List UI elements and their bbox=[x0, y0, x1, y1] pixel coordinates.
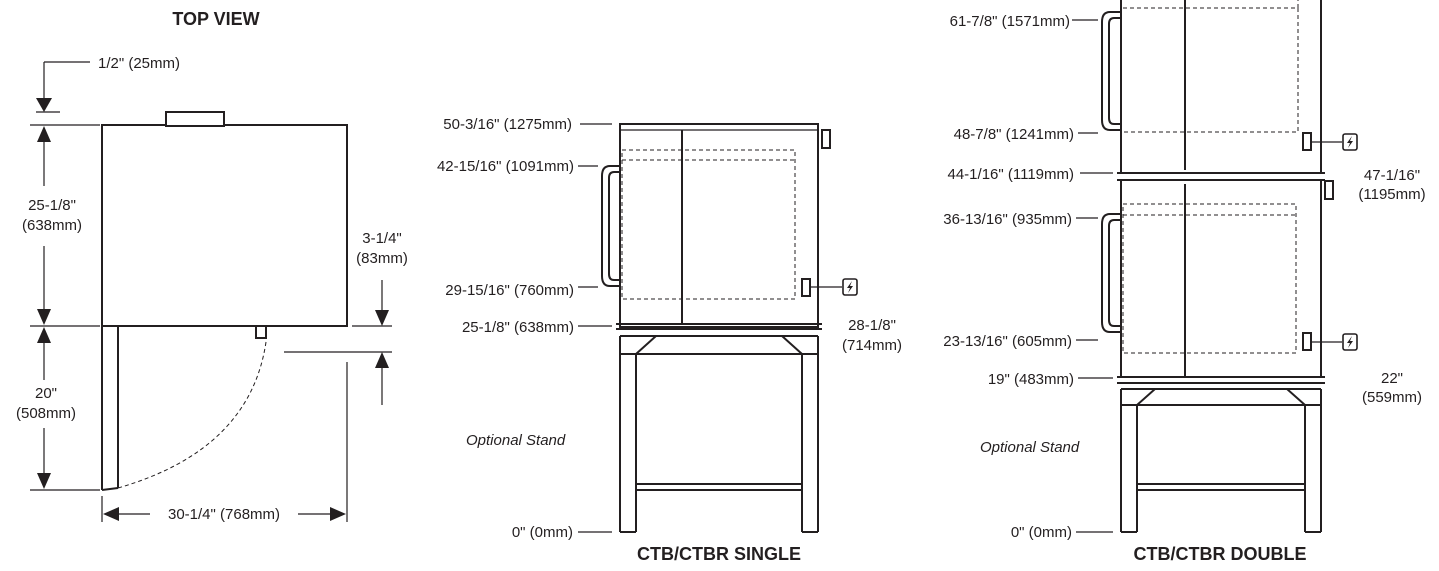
single-height-top: 50-3/16" (1275mm) bbox=[443, 116, 572, 133]
door-swing bbox=[101, 326, 267, 491]
double-height-handle-top-upper: 61-7/8" (1571mm) bbox=[950, 13, 1070, 30]
double-upper-electrical-icon bbox=[1342, 133, 1358, 151]
door-inch: 20" bbox=[35, 385, 57, 402]
double-height-handle-top-lower: 36-13/16" (935mm) bbox=[943, 211, 1072, 228]
single-stand-label: Optional Stand bbox=[466, 432, 566, 449]
double-electrical-lower-inch: 22" bbox=[1381, 370, 1403, 387]
single-height-handle-top: 42-15/16" (1091mm) bbox=[437, 158, 574, 175]
door-dimension: 20" (508mm) bbox=[16, 327, 100, 491]
side-inch: 3-1/4" bbox=[362, 230, 402, 247]
double-height-handle-bottom-lower: 23-13/16" (605mm) bbox=[943, 333, 1072, 350]
gap-dimension: 1/2" (25mm) bbox=[36, 55, 180, 113]
width-label: 30-1/4" (768mm) bbox=[168, 506, 280, 523]
double-lower-electrical-icon bbox=[1342, 333, 1358, 351]
top-view: TOP VIEW 1/2" (25mm) 25-1/8" (638mm) bbox=[16, 9, 408, 523]
door-latch bbox=[255, 325, 267, 339]
double-electrical-upper-inch: 47-1/16" bbox=[1364, 167, 1420, 184]
single-height-floor: 0" (0mm) bbox=[512, 524, 573, 541]
vent-flue bbox=[165, 111, 225, 127]
side-mm: (83mm) bbox=[356, 250, 408, 267]
width-dimension: 30-1/4" (768mm) bbox=[101, 362, 348, 523]
single-title: CTB/CTBR SINGLE bbox=[637, 544, 801, 564]
single-hinge bbox=[821, 129, 831, 149]
double-height-divider: 44-1/16" (1119mm) bbox=[948, 166, 1075, 183]
top-view-title: TOP VIEW bbox=[172, 9, 259, 29]
double-electrical-lower-mm: (559mm) bbox=[1362, 389, 1422, 406]
single-electrical-icon bbox=[842, 278, 858, 296]
gap-label: 1/2" (25mm) bbox=[98, 55, 180, 72]
door-mm: (508mm) bbox=[16, 405, 76, 422]
single-electrical-inch: 28-1/8" bbox=[848, 317, 896, 334]
single-cabinet bbox=[619, 123, 819, 328]
double-hinge bbox=[1324, 180, 1334, 200]
double-height-base: 19" (483mm) bbox=[988, 371, 1074, 388]
single-height-base: 25-1/8" (638mm) bbox=[462, 319, 574, 336]
double-title: CTB/CTBR DOUBLE bbox=[1134, 544, 1307, 564]
double-lower-control bbox=[1302, 332, 1312, 351]
depth-dimension: 25-1/8" (638mm) bbox=[22, 124, 100, 327]
side-dimension: 3-1/4" (83mm) bbox=[284, 230, 408, 405]
double-electrical-upper-mm: (1195mm) bbox=[1358, 186, 1425, 203]
single-electrical-mm: (714mm) bbox=[842, 337, 902, 354]
single-control bbox=[801, 278, 811, 297]
double-height-handle-bottom-upper: 48-7/8" (1241mm) bbox=[954, 126, 1074, 143]
single-oven-view: 50-3/16" (1275mm) 42-15/16" (1091mm) 29-… bbox=[437, 116, 902, 564]
depth-inch: 25-1/8" bbox=[28, 197, 76, 214]
double-stand-label: Optional Stand bbox=[980, 439, 1080, 456]
double-upper-control bbox=[1302, 132, 1312, 151]
depth-mm: (638mm) bbox=[22, 217, 82, 234]
single-height-handle-bottom: 29-15/16" (760mm) bbox=[445, 282, 574, 299]
oven-top-outline bbox=[101, 124, 348, 327]
double-oven-view: 61-7/8" (1571mm) 48-7/8" (1241mm) 44-1/1… bbox=[943, 0, 1426, 564]
double-height-floor: 0" (0mm) bbox=[1011, 524, 1072, 541]
